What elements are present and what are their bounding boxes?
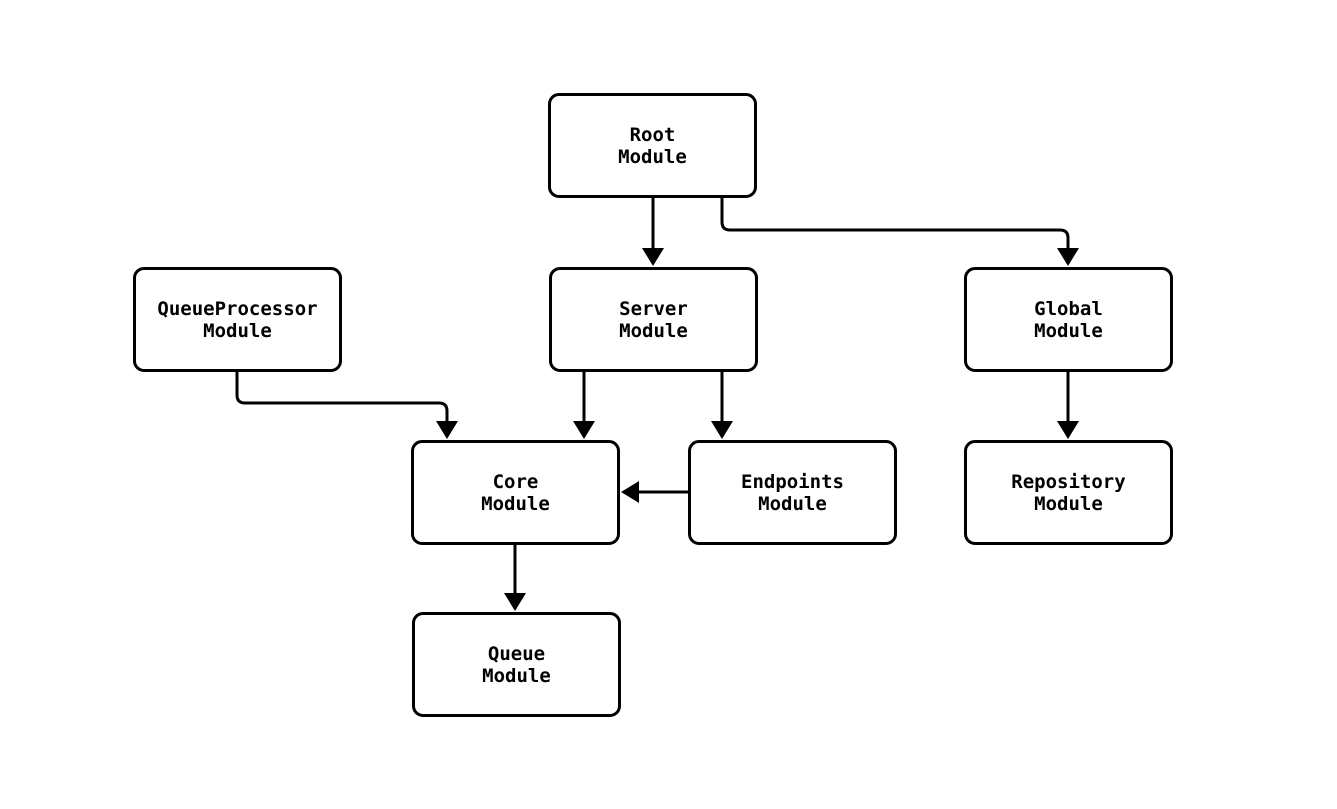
edge-root-to-global [720, 198, 1079, 266]
node-repository-module: Repository Module [964, 440, 1173, 545]
node-queueprocessor-module: QueueProcessor Module [133, 267, 342, 372]
node-endpoints-module: Endpoints Module [688, 440, 897, 545]
node-root-module: Root Module [548, 93, 757, 198]
node-queue-module: Queue Module [412, 612, 621, 717]
node-server-module: Server Module [549, 267, 758, 372]
node-global-module: Global Module [964, 267, 1173, 372]
node-core-module: Core Module [411, 440, 620, 545]
edge-queueprocessor-to-core [235, 372, 458, 439]
